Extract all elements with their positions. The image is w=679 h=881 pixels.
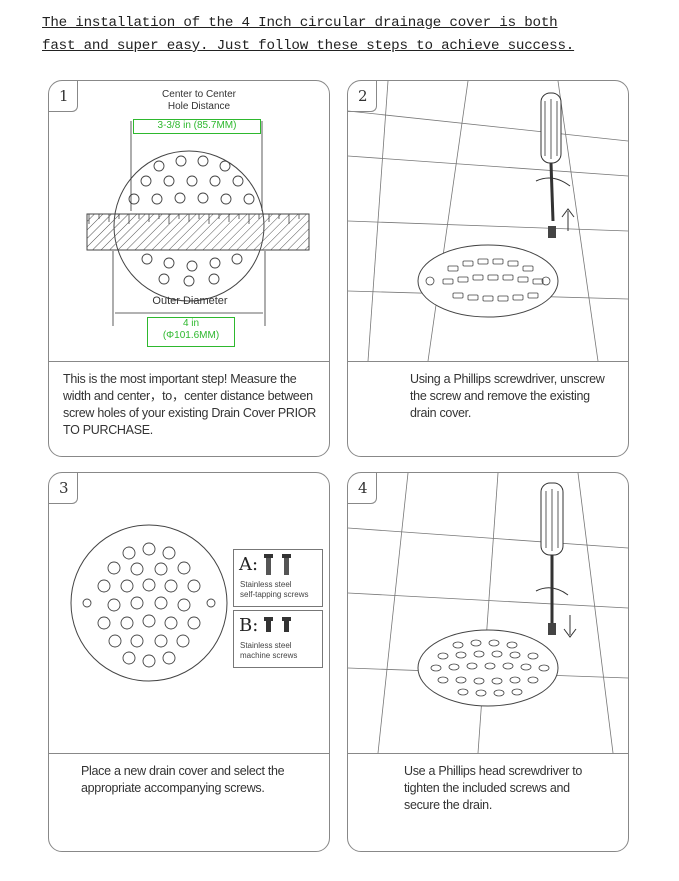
option-b-letter: B: [239, 615, 259, 636]
option-a-desc-1: Stainless steel [240, 580, 292, 589]
header-line-1: The installation of the 4 Inch circular … [42, 15, 558, 31]
step-2-number: 2 [358, 87, 368, 105]
step-4-card: 4 Use a Phillips head screwdriver to tig… [347, 472, 629, 852]
screw-option-a: A: Stainless steel self-tapping screws [233, 549, 323, 607]
option-b-desc-2: machine screws [240, 651, 298, 660]
machine-screw-icon [264, 617, 291, 632]
hole-distance-value: 3-3/8 in (85.7MM) [133, 119, 261, 134]
outer-diameter-label: Outer Diameter [152, 295, 228, 307]
step-2-number-box [348, 81, 377, 112]
center-to-center-label: Center to Center [162, 89, 236, 100]
step-4-number: 4 [358, 479, 368, 497]
step-3-caption: Place a new drain cover and select the a… [81, 764, 285, 795]
select-screws-illustration [70, 524, 228, 682]
measure-drain-illustration [86, 121, 310, 326]
unscrew-drain-illustration [348, 81, 628, 361]
step-1-divider [49, 361, 329, 362]
outer-diameter-mm: (Φ101.6MM) [162, 330, 220, 341]
instructions-header: The installation of the 4 Inch circular … [42, 12, 575, 58]
outer-diameter-value: 4 in (Φ101.6MM) [147, 317, 235, 347]
step-1-number-box [49, 81, 78, 112]
step-2-caption: Using a Phillips screwdriver, unscrew th… [410, 372, 605, 420]
step-3-number-box [49, 473, 78, 504]
self-tapping-screw-icon [264, 554, 291, 575]
option-b-desc-1: Stainless steel [240, 641, 292, 650]
option-a-letter: A: [239, 554, 259, 575]
screw-option-b: B: Stainless steel machine screws [233, 610, 323, 668]
step-1-caption: This is the most important step! Measure… [63, 372, 316, 437]
step-4-divider [348, 753, 628, 754]
step-1-number: 1 [59, 87, 69, 105]
step-3-divider [49, 753, 329, 754]
step-1-card: 1 Center to Center Hole Distance 3-3/8 i… [48, 80, 330, 457]
tighten-screws-illustration [348, 473, 628, 753]
option-a-desc-2: self-tapping screws [240, 590, 309, 599]
hole-distance-label: Hole Distance [167, 101, 231, 112]
step-4-caption: Use a Phillips head screwdriver to tight… [404, 764, 583, 812]
step-2-divider [348, 361, 628, 362]
outer-diameter-inches: 4 in [182, 318, 200, 329]
step-2-card: 2 Using a Phillips screwdriver, unscrew … [347, 80, 629, 457]
step-4-number-box [348, 473, 377, 504]
step-3-card: 3 A: Stainless steel self-tapping screws… [48, 472, 330, 852]
header-line-2: fast and super easy. Just follow these s… [42, 38, 575, 54]
step-3-number: 3 [59, 479, 69, 497]
